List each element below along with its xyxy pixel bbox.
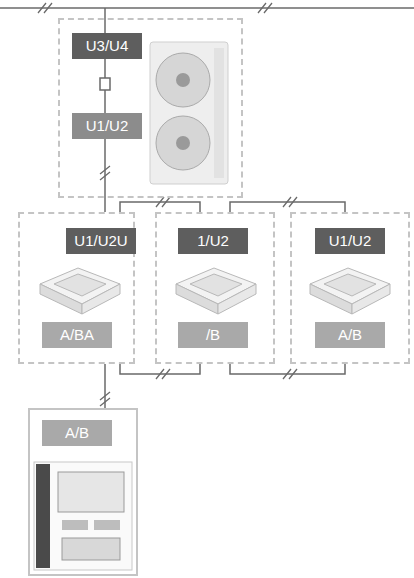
remote-controller	[34, 462, 132, 570]
outdoor-unit-group: U3/U4U1/U2	[58, 18, 243, 198]
remote-controller-group: A/B	[28, 408, 138, 576]
terminal-label: /B	[178, 322, 248, 348]
terminal-label: A/B	[315, 322, 385, 348]
outdoor-unit	[150, 42, 228, 184]
indoor-unit-group: U1/U2A/B	[290, 212, 410, 364]
terminal-label: A/B	[42, 420, 112, 446]
terminal-label: U1/U2U	[66, 228, 136, 254]
cable-marks	[38, 3, 297, 406]
indoor-unit-group: U1/U2U A/BA	[18, 212, 135, 364]
terminal-label: U1/U2	[315, 228, 385, 254]
indoor-unit-group: 1/U2/B	[155, 212, 275, 364]
bus-wire	[230, 364, 345, 374]
bus-wire	[104, 198, 106, 212]
wiring	[0, 8, 414, 198]
bus-wire	[230, 202, 345, 212]
bus-wire	[104, 364, 106, 408]
terminal-label: U3/U4	[72, 33, 142, 59]
bus-wire	[120, 364, 200, 374]
bus-wire	[120, 202, 200, 212]
terminal-label: 1/U2	[178, 228, 248, 254]
cassette-units	[40, 268, 390, 314]
terminal-label: U1/U2	[72, 113, 142, 139]
terminal-label: A/BA	[42, 322, 112, 348]
